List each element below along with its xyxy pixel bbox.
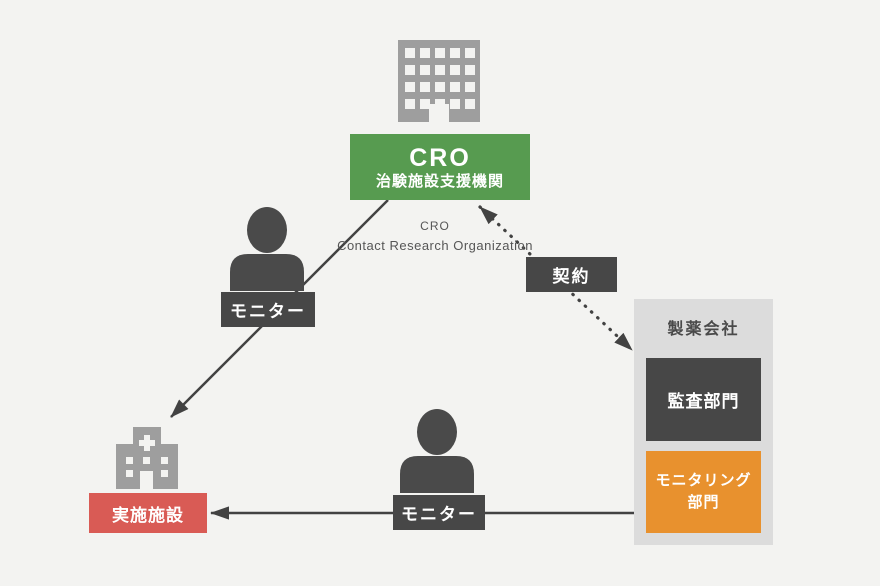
cro-caption: CRO Contact Research Organization [315,219,555,253]
monitor-label-left: モニター [221,292,315,327]
building-icon [398,40,480,122]
hospital-icon [116,427,178,489]
monitor-label-bottom: モニター [393,495,485,530]
cro-subtitle: 治験施設支援機関 [375,172,504,190]
cro-caption-line1: CRO [420,219,450,233]
pharma-title: 製薬会社 [667,321,740,338]
facility-box: 実施施設 [89,493,207,533]
audit-department-box: 監査部門 [646,358,761,441]
cro-title: CRO [409,143,471,172]
contract-label: 契約 [526,257,617,292]
person-icon-left [230,207,304,291]
monitoring-department-box: モニタリング部門 [646,451,761,533]
person-icon-bottom [400,409,474,493]
pharma-panel: 製薬会社 監査部門 モニタリング部門 [634,299,773,545]
cro-box: CRO 治験施設支援機関 [350,134,530,200]
cro-caption-line2: Contact Research Organization [337,238,533,253]
